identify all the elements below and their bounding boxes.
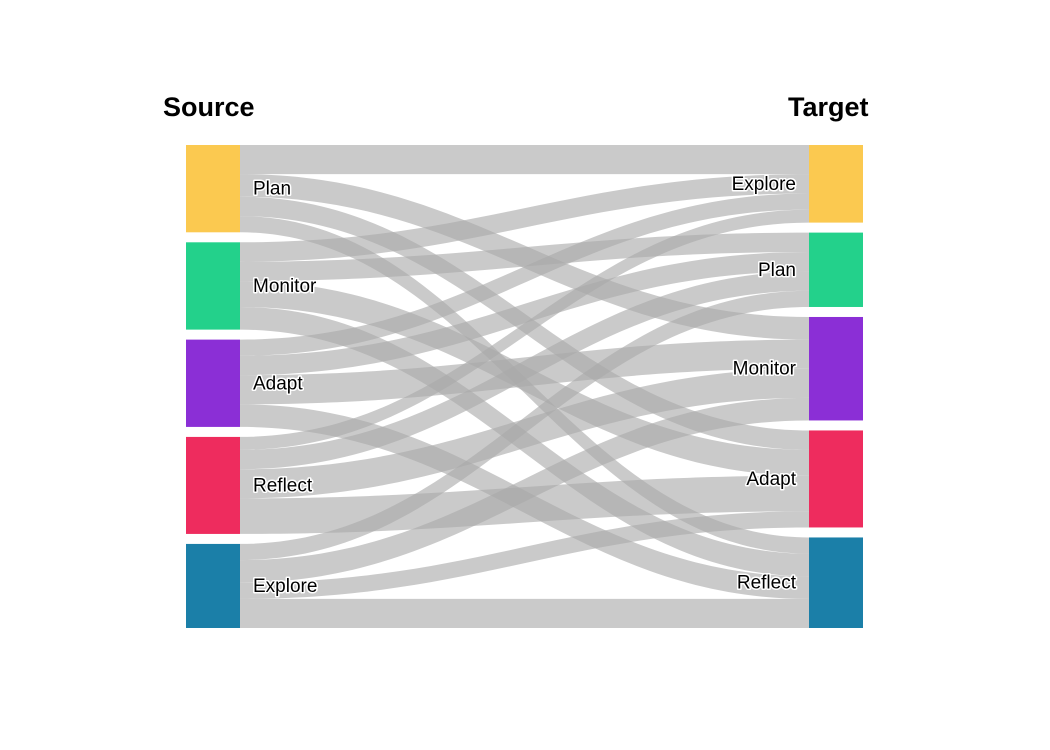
sankey-node-target-adapt[interactable] bbox=[809, 430, 863, 528]
sankey-link[interactable] bbox=[240, 193, 809, 356]
sankey-link[interactable] bbox=[240, 511, 809, 599]
sankey-node-source-plan[interactable] bbox=[186, 145, 240, 233]
sankey-node-source-reflect[interactable] bbox=[186, 436, 240, 534]
sankey-node-label-source-monitor: Monitor bbox=[253, 276, 317, 297]
sankey-link[interactable] bbox=[240, 290, 809, 561]
sankey-node-target-plan[interactable] bbox=[809, 232, 863, 307]
sankey-node-source-explore[interactable] bbox=[186, 543, 240, 628]
sankey-node-label-source-plan: Plan bbox=[253, 179, 291, 200]
target-column-header: Target bbox=[788, 92, 869, 122]
sankey-labels-group: PlanMonitorAdaptReflectExploreExplorePla… bbox=[252, 172, 799, 598]
sankey-node-target-explore[interactable] bbox=[809, 145, 863, 223]
sankey-link[interactable] bbox=[240, 174, 809, 262]
sankey-node-label-target-monitor: Monitor bbox=[733, 359, 797, 380]
sankey-link[interactable] bbox=[240, 252, 809, 376]
sankey-node-label-target-plan: Plan bbox=[758, 260, 796, 281]
sankey-nodes-group bbox=[186, 145, 863, 628]
sankey-link[interactable] bbox=[240, 271, 809, 470]
sankey-node-label-target-explore: Explore bbox=[732, 174, 796, 195]
sankey-link[interactable] bbox=[240, 397, 809, 583]
sankey-node-source-adapt[interactable] bbox=[186, 339, 240, 427]
sankey-link[interactable] bbox=[240, 598, 809, 628]
sankey-links-group bbox=[240, 145, 809, 628]
source-column-header: Source bbox=[163, 92, 255, 122]
sankey-node-label-source-explore: Explore bbox=[253, 576, 317, 597]
sankey-node-label-target-adapt: Adapt bbox=[746, 469, 796, 490]
sankey-node-label-source-adapt: Adapt bbox=[253, 373, 303, 394]
sankey-node-target-reflect[interactable] bbox=[809, 537, 863, 628]
sankey-link[interactable] bbox=[240, 209, 809, 450]
sankey-node-source-monitor[interactable] bbox=[186, 242, 240, 330]
sankey-link[interactable] bbox=[240, 145, 809, 175]
sankey-node-label-source-reflect: Reflect bbox=[253, 475, 313, 496]
sankey-node-label-target-reflect: Reflect bbox=[737, 573, 797, 594]
sankey-node-target-monitor[interactable] bbox=[809, 316, 863, 421]
